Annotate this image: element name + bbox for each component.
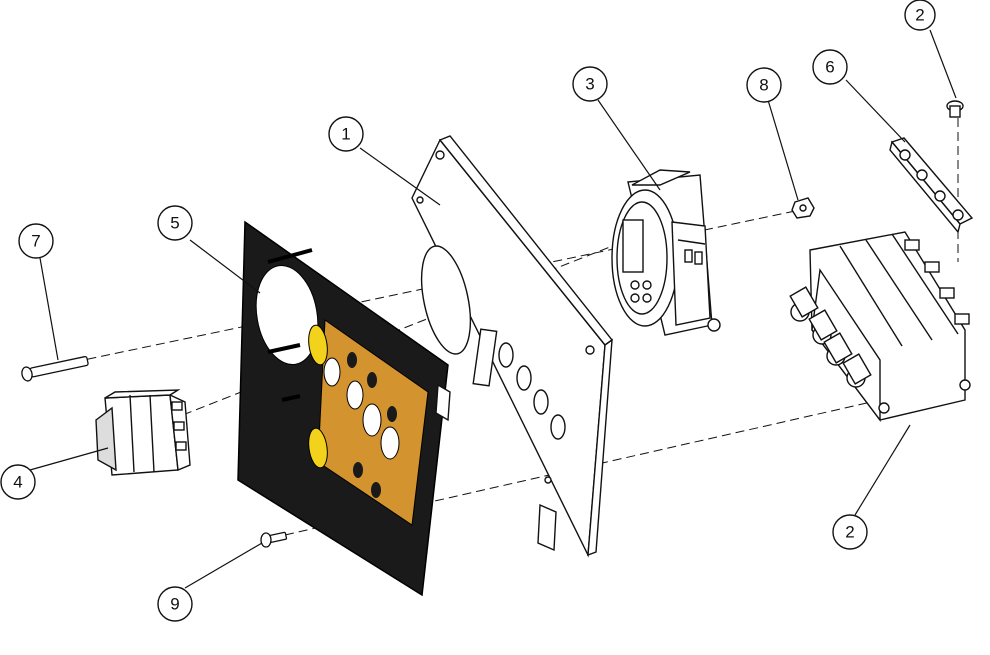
callout-9: 9	[157, 586, 193, 622]
callout-3-label: 3	[585, 75, 594, 94]
part-1-mounting-plate	[411, 135, 614, 558]
callout-5-label: 5	[170, 214, 179, 233]
part-7-screw	[21, 355, 89, 382]
part-2-screw-top	[946, 100, 964, 118]
part-4-rocker-switch	[95, 389, 191, 476]
callout-8-label: 8	[759, 76, 768, 95]
callout-2-top-label: 2	[915, 6, 924, 25]
part-6-bus-bar	[889, 137, 974, 234]
callout-6-label: 6	[825, 58, 834, 77]
callout-4: 4	[0, 464, 36, 500]
callout-3: 3	[572, 66, 608, 102]
part-3-digital-meter	[611, 169, 721, 336]
callout-2-bottom: 2	[832, 514, 868, 550]
callout-2-top: 2	[904, 0, 936, 31]
callout-8: 8	[746, 67, 782, 103]
part-5-gasket	[237, 220, 449, 597]
callout-4-label: 4	[13, 473, 22, 492]
leader-lines	[29, 29, 957, 589]
callout-1-label: 1	[341, 125, 350, 144]
callout-9-label: 9	[170, 595, 179, 614]
callout-1: 1	[328, 116, 364, 152]
callout-7-label: 7	[31, 232, 40, 251]
part-8-nut	[791, 197, 815, 219]
callout-7: 7	[18, 223, 54, 259]
callout-5: 5	[157, 205, 193, 241]
callout-2-bottom-label: 2	[845, 523, 854, 542]
callout-6: 6	[812, 49, 848, 85]
part-2-circuit-breakers	[789, 231, 971, 423]
part-9-screw	[260, 531, 288, 548]
